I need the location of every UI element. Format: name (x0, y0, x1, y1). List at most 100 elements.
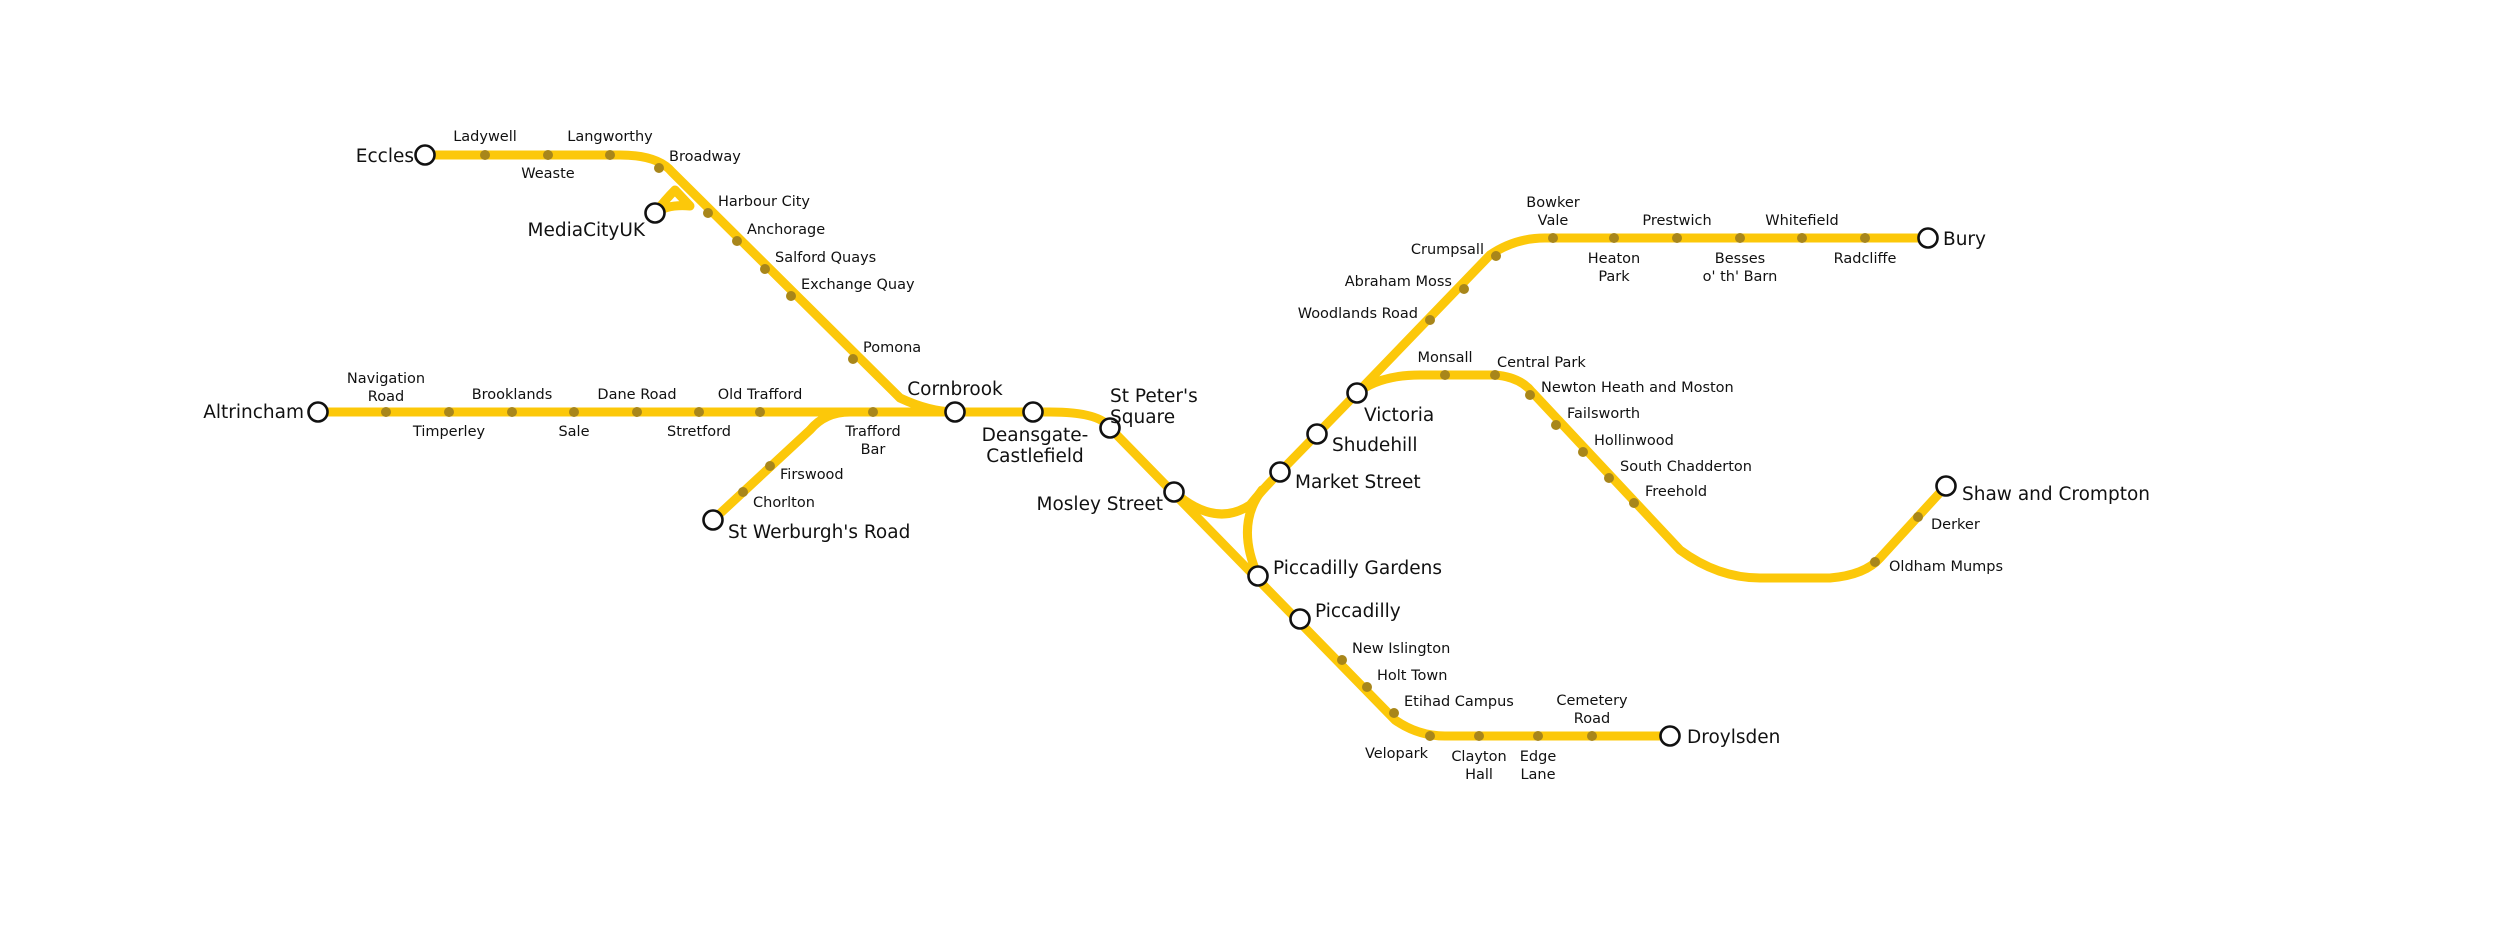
label-shudehill: Shudehill (1332, 435, 1417, 456)
stop-harbour-city[interactable] (703, 208, 713, 218)
stop-heaton-park[interactable] (1609, 233, 1619, 243)
track-victoria-shaw (1352, 370, 1951, 583)
stop-crumpsall[interactable] (1491, 251, 1501, 261)
label-shaw: Shaw and Crompton (1962, 484, 2150, 505)
station-mediacityuk[interactable] (644, 202, 666, 224)
station-piccadilly[interactable] (1289, 608, 1311, 630)
label-south-chadderton: South Chadderton (1620, 459, 1752, 475)
stop-besses[interactable] (1735, 233, 1745, 243)
stop-trafford-bar[interactable] (868, 407, 878, 417)
stop-south-chadderton[interactable] (1604, 473, 1614, 483)
label-failsworth: Failsworth (1567, 406, 1640, 422)
label-st-werburghs: St Werburgh's Road (728, 522, 910, 543)
label-bury: Bury (1943, 229, 1986, 250)
stop-derker[interactable] (1913, 512, 1923, 522)
stop-firswood[interactable] (765, 461, 775, 471)
label-deansgate: Deansgate-Castlefield (982, 425, 1089, 467)
label-whitefield: Whitefield (1765, 213, 1838, 229)
stop-anchorage[interactable] (732, 236, 742, 246)
stop-dane-road[interactable] (632, 407, 642, 417)
stop-velopark[interactable] (1425, 731, 1435, 741)
stop-weaste[interactable] (543, 150, 553, 160)
track-victoria-bury (1352, 233, 1933, 398)
stop-newton-heath[interactable] (1525, 390, 1535, 400)
stop-cemetery-road[interactable] (1587, 731, 1597, 741)
stop-exchange-quay[interactable] (786, 291, 796, 301)
station-st-werburghs[interactable] (702, 509, 724, 531)
stop-prestwich[interactable] (1672, 233, 1682, 243)
station-altrincham[interactable] (307, 401, 329, 423)
label-cornbrook: Cornbrook (907, 379, 1003, 400)
stop-ladywell[interactable] (480, 150, 490, 160)
stop-clayton-hall[interactable] (1474, 731, 1484, 741)
stop-oldham-mumps[interactable] (1870, 557, 1880, 567)
station-deansgate[interactable] (1022, 401, 1044, 423)
label-velopark: Velopark (1365, 746, 1429, 762)
station-shaw[interactable] (1935, 475, 1957, 497)
stop-monsall[interactable] (1440, 370, 1450, 380)
stop-edge-lane[interactable] (1533, 731, 1543, 741)
label-hollinwood: Hollinwood (1594, 433, 1674, 449)
station-cornbrook[interactable] (944, 401, 966, 423)
station-mosley-street[interactable] (1163, 481, 1185, 503)
stop-hollinwood[interactable] (1578, 447, 1588, 457)
label-old-trafford: Old Trafford (718, 387, 803, 403)
label-oldham-mumps: Oldham Mumps (1889, 559, 2003, 575)
stop-abraham-moss[interactable] (1459, 284, 1469, 294)
stop-new-islington[interactable] (1337, 655, 1347, 665)
stop-bowker-vale[interactable] (1548, 233, 1558, 243)
label-prestwich: Prestwich (1642, 213, 1711, 229)
stop-radcliffe[interactable] (1860, 233, 1870, 243)
stop-woodlands-road[interactable] (1425, 315, 1435, 325)
stop-sale[interactable] (569, 407, 579, 417)
stop-langworthy[interactable] (605, 150, 615, 160)
stop-whitefield[interactable] (1797, 233, 1807, 243)
stop-timperley[interactable] (444, 407, 454, 417)
station-shudehill[interactable] (1306, 423, 1328, 445)
stop-stretford[interactable] (694, 407, 704, 417)
station-st-peters[interactable] (1099, 417, 1121, 439)
label-monsall: Monsall (1417, 350, 1472, 366)
station-droylsden[interactable] (1659, 725, 1681, 747)
label-pomona: Pomona (863, 340, 921, 356)
stop-pomona[interactable] (848, 354, 858, 364)
label-mediacityuk: MediaCityUK (528, 220, 646, 241)
label-piccadilly: Piccadilly (1315, 601, 1401, 622)
stop-chorlton[interactable] (738, 487, 748, 497)
station-market-street[interactable] (1269, 461, 1291, 483)
station-piccadilly-gardens[interactable] (1247, 565, 1269, 587)
station-bury[interactable] (1917, 227, 1939, 249)
label-holt-town: Holt Town (1377, 668, 1447, 684)
stop-navigation-road[interactable] (381, 407, 391, 417)
interchange-stations (307, 144, 1957, 747)
label-anchorage: Anchorage (747, 222, 825, 238)
label-salford-quays: Salford Quays (775, 250, 876, 266)
stop-freehold[interactable] (1629, 498, 1639, 508)
station-eccles[interactable] (414, 144, 436, 166)
station-labels: LadywellWeasteLangworthyBroadwayHarbour … (203, 129, 2150, 783)
stop-central-park[interactable] (1490, 370, 1500, 380)
label-newton-heath: Newton Heath and Moston (1541, 380, 1734, 396)
stop-failsworth[interactable] (1551, 420, 1561, 430)
stop-salford-quays[interactable] (760, 264, 770, 274)
label-central-park: Central Park (1497, 355, 1586, 371)
label-ladywell: Ladywell (453, 129, 517, 145)
stop-brooklands[interactable] (507, 407, 517, 417)
stop-old-trafford[interactable] (755, 407, 765, 417)
station-victoria[interactable] (1346, 382, 1368, 404)
label-brooklands: Brooklands (472, 387, 553, 403)
stop-holt-town[interactable] (1362, 682, 1372, 692)
stop-broadway[interactable] (654, 163, 664, 173)
label-freehold: Freehold (1645, 484, 1707, 500)
label-abraham-moss: Abraham Moss (1345, 274, 1452, 290)
label-crumpsall: Crumpsall (1411, 242, 1484, 258)
stop-etihad-campus[interactable] (1389, 708, 1399, 718)
label-market-street: Market Street (1295, 472, 1421, 493)
